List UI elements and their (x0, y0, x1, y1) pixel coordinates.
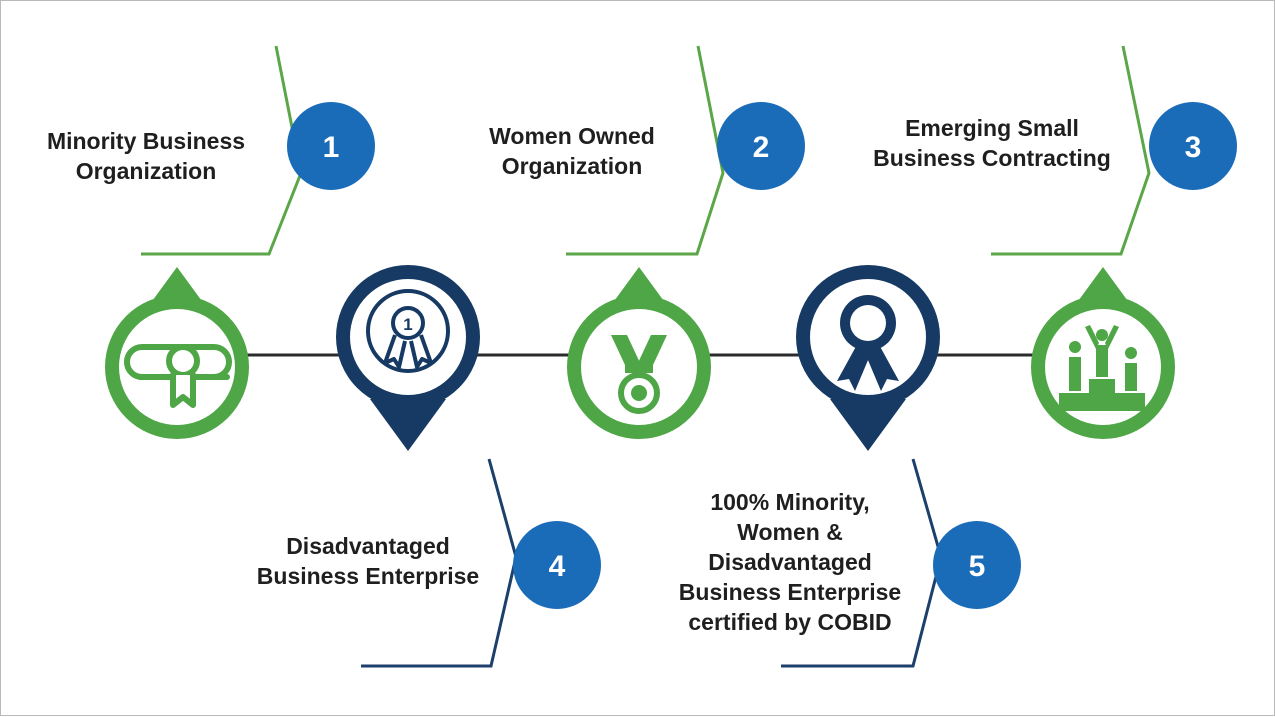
rosette-ribbon-icon (837, 295, 899, 391)
label-emerging-small-business-contracting: Emerging Small Business Contracting (849, 113, 1135, 173)
label-line: Disadvantaged (286, 533, 450, 559)
leader-line-2 (566, 45, 725, 256)
number-badge-4: 4 (513, 521, 601, 609)
first-place-award-icon (366, 289, 450, 373)
label-women-owned-organization: Women Owned Organization (459, 121, 685, 181)
label-cobid-certified: 100% Minority, Women & Disadvantaged Bus… (655, 487, 925, 637)
node-5-marker (796, 265, 940, 451)
label-disadvantaged-business-enterprise: Disadvantaged Business Enterprise (243, 531, 493, 591)
medal-icon (611, 335, 667, 414)
leader-line-4 (361, 458, 518, 668)
label-line: 100% Minority, (710, 489, 870, 515)
label-line: Women Owned (489, 123, 655, 149)
number-badge-5: 5 (933, 521, 1021, 609)
leader-line-3 (991, 45, 1151, 256)
svg-text:2: 2 (753, 131, 770, 164)
node-3-marker (1031, 267, 1175, 439)
label-line: Emerging Small (905, 115, 1079, 141)
number-badge-2: 2 (717, 102, 805, 190)
node-1-marker (105, 267, 249, 439)
label-line: Organization (75, 158, 217, 184)
label-minority-business-organization: Minority Business Organization (23, 126, 269, 186)
svg-text:3: 3 (1185, 131, 1202, 164)
first-place-digit: 1 (403, 315, 412, 334)
svg-text:1: 1 (323, 131, 340, 164)
leader-line-5 (781, 458, 943, 668)
label-line: Minority Business (46, 128, 246, 154)
node-4-marker: 1 (336, 265, 480, 451)
podium-winners-icon (1059, 325, 1145, 411)
number-badge-1: 1 (287, 102, 375, 190)
label-line: Women & (737, 519, 843, 545)
leader-line-1 (141, 45, 303, 256)
svg-text:4: 4 (549, 550, 566, 583)
number-badge-3: 3 (1149, 102, 1237, 190)
node-2-marker (567, 267, 711, 439)
label-line: Disadvantaged (708, 549, 872, 575)
label-line: Business Enterprise (256, 563, 480, 589)
label-line: Business Enterprise (678, 579, 902, 605)
svg-text:5: 5 (969, 550, 986, 583)
diploma-scroll-icon (124, 344, 232, 408)
label-line: Business Contracting (873, 145, 1111, 171)
label-line: Organization (501, 153, 643, 179)
label-line: certified by COBID (688, 609, 892, 635)
